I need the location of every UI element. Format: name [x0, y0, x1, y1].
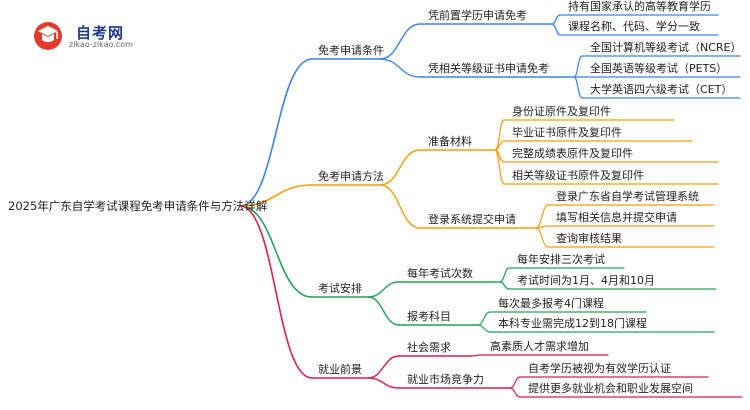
leaf-connector-1-1-2: [551, 23, 561, 36]
sub-connector-4-2: [367, 377, 400, 389]
leaf-connector-1-2-1: [573, 55, 583, 78]
leaf-connector-3-2-1: [477, 311, 491, 326]
leaf-topic-2-1-3[interactable]: 完整成绩表原件及复印件: [512, 147, 633, 160]
leaf-topic-1-1-1[interactable]: 持有国家承认的高等教育学历: [568, 0, 711, 13]
branch-connector-3: [239, 205, 313, 298]
leaf-topic-4-2-2[interactable]: 提供更多就业机会和职业发展空间: [528, 382, 693, 395]
leaf-connector-2-1-4: [494, 149, 505, 185]
subtopic-3-1[interactable]: 每年考试次数: [407, 267, 473, 280]
leaf-connector-2-2-3: [535, 227, 549, 248]
leaf-topic-2-1-2[interactable]: 毕业证书原件及复印件: [512, 126, 622, 139]
leaf-topic-3-1-2[interactable]: 考试时间为1月、4月和10月: [517, 274, 655, 287]
branch-topic-1[interactable]: 免考申请条件: [318, 44, 384, 57]
leaf-topic-2-2-3[interactable]: 查询审核结果: [556, 232, 622, 245]
site-logo[interactable]: 自考网 zikao-zikao.com: [33, 21, 163, 51]
logo-badge-icon: [34, 22, 62, 50]
leaf-topic-3-2-1[interactable]: 每次最多报考4门课程: [498, 297, 604, 310]
branch-connector-2: [239, 184, 313, 207]
leaf-topic-4-1-1[interactable]: 高素质人才需求增加: [490, 340, 589, 353]
leaf-connector-1-1-1: [551, 14, 561, 25]
branch-topic-4[interactable]: 就业前景: [318, 363, 362, 376]
leaf-topic-3-2-2[interactable]: 本科专业需完成12到18门课程: [498, 317, 647, 330]
leaf-topic-1-1-2[interactable]: 课程名称、代码、学分一致: [568, 20, 700, 33]
sub-connector-1-1: [379, 23, 421, 60]
subtopic-1-2[interactable]: 凭相关等级证书申请免考: [428, 62, 549, 75]
subtopic-3-2[interactable]: 报考科目: [407, 310, 451, 323]
branch-connector-1: [239, 58, 313, 207]
subtopic-2-2[interactable]: 登录系统提交申请: [428, 213, 516, 226]
leaf-topic-2-2-2[interactable]: 填写相关信息并提交申请: [556, 211, 677, 224]
leaf-topic-2-2-1[interactable]: 登录广东省自学考试管理系统: [556, 190, 699, 203]
sub-connector-2-2: [379, 184, 421, 229]
leaf-topic-1-2-2[interactable]: 全国英语等级考试（PETS）: [590, 62, 728, 75]
branch-topic-3[interactable]: 考试安排: [318, 282, 362, 295]
root-topic[interactable]: 2025年广东自学考试课程免考申请条件与方法详解: [8, 199, 268, 213]
sub-connector-4-1: [367, 355, 400, 379]
sub-connector-3-2: [367, 296, 400, 326]
leaf-topic-3-1-1[interactable]: 每年安排三次考试: [517, 253, 605, 266]
subtopic-1-1[interactable]: 凭前置学历申请免考: [428, 9, 527, 22]
leaf-connector-4-1-1: [470, 354, 483, 357]
leaf-connector-1-2-3: [573, 76, 583, 99]
leaf-topic-2-1-4[interactable]: 相关等级证书原件及复印件: [512, 169, 644, 182]
leaf-connector-2-2-1: [535, 204, 549, 229]
sub-connector-2-1: [379, 149, 421, 186]
logo-url: zikao-zikao.com: [69, 40, 133, 49]
branch-connector-4: [239, 205, 313, 379]
sub-connector-3-1: [367, 281, 400, 298]
leaf-topic-1-2-1[interactable]: 全国计算机等级考试（NCRE）: [590, 41, 742, 54]
branch-topic-2[interactable]: 免考申请方法: [318, 170, 384, 183]
logo-title: 自考网: [76, 24, 125, 42]
leaf-connector-3-2-2: [477, 324, 491, 333]
subtopic-4-1[interactable]: 社会需求: [407, 341, 451, 354]
leaf-topic-1-2-3[interactable]: 大学英语四六级考试（CET）: [590, 83, 733, 96]
leaf-connector-3-1-2: [499, 281, 510, 290]
leaf-topic-4-2-1[interactable]: 自考学历被视为有效学历认证: [528, 362, 671, 375]
subtopic-4-2[interactable]: 就业市场竞争力: [407, 373, 484, 386]
leaf-connector-3-1-1: [499, 267, 510, 283]
leaf-connector-4-2-1: [509, 376, 521, 389]
leaf-connector-4-2-2: [509, 387, 521, 398]
sub-connector-1-2: [379, 58, 421, 78]
subtopic-2-1[interactable]: 准备材料: [428, 135, 472, 148]
leaf-topic-2-1-1[interactable]: 身份证原件及复印件: [512, 105, 611, 118]
